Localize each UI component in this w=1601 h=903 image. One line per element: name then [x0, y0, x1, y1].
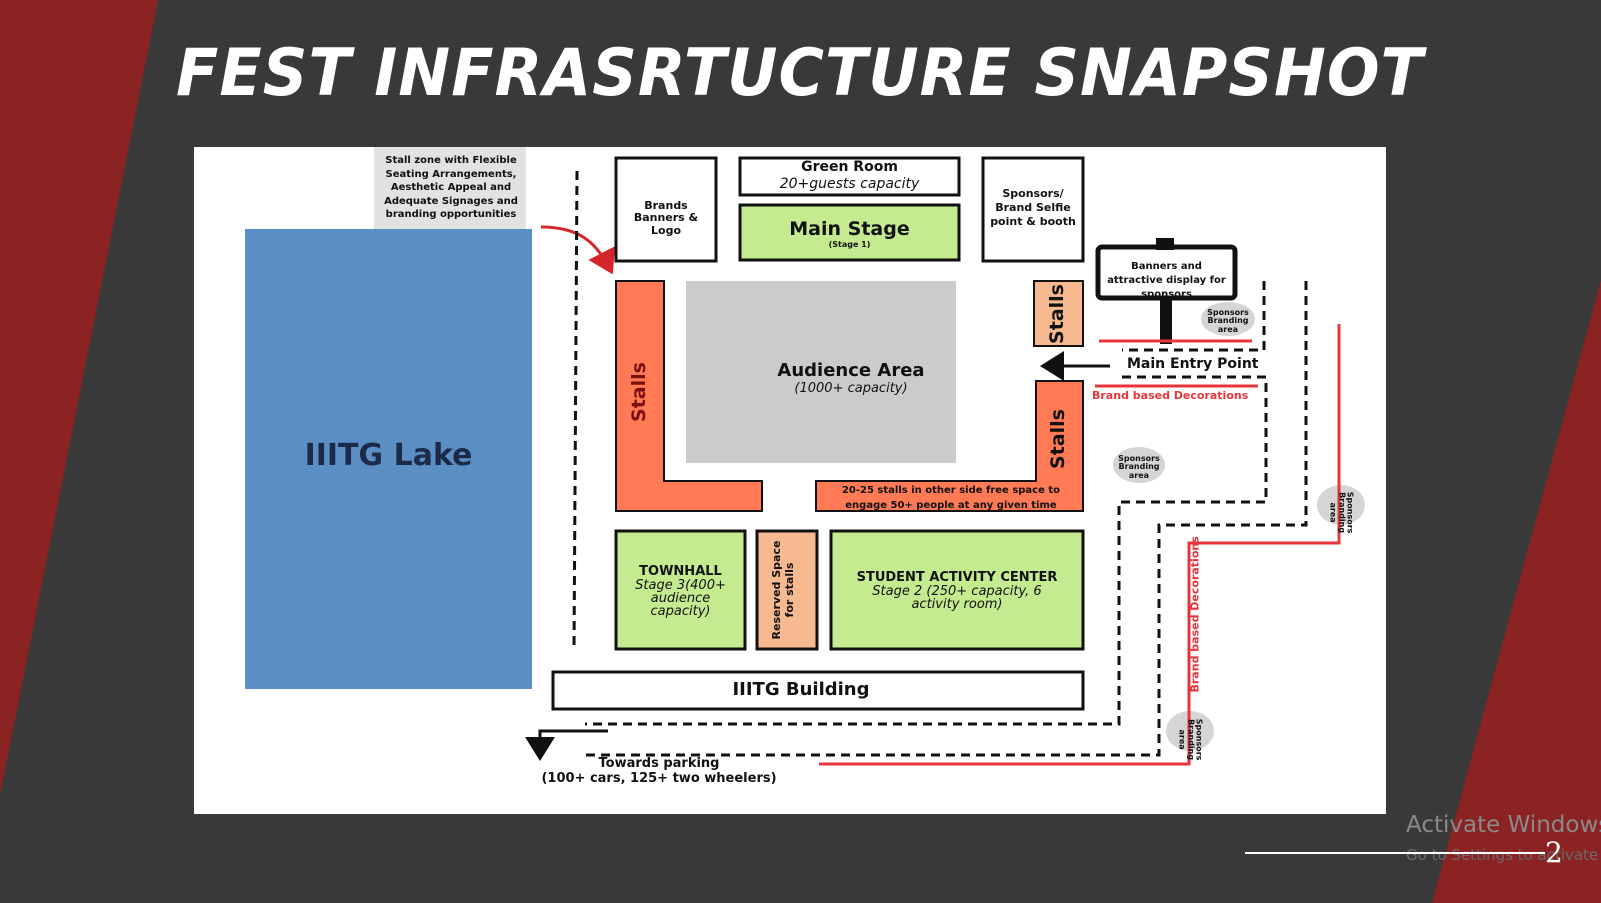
- parking-arrow: [525, 729, 608, 761]
- branding-circle-3: [1317, 485, 1365, 525]
- branding-area-3-text: Sponsors Branding area: [1328, 491, 1355, 534]
- student-activity-center-title: STUDENT ACTIVITY CENTER: [856, 570, 1058, 585]
- activate-windows-subtitle: Go to Settings to activate: [1406, 846, 1599, 864]
- stalls-right-shape: [815, 380, 1084, 512]
- audience-area-capacity: (1000+ capacity): [794, 381, 908, 396]
- stalls-left-shape: [615, 280, 763, 512]
- main-entry-label: Main Entry Point: [1127, 356, 1259, 372]
- page-number-line: [1245, 852, 1545, 854]
- parking-line1: Towards parking: [598, 756, 720, 771]
- sponsors-booth-label: Sponsors/ Brand Selfie point & booth: [990, 187, 1076, 229]
- iiitg-building-label: IIITG Building: [732, 679, 870, 700]
- lake-area: [245, 229, 532, 689]
- brand-decorations-label: Brand based Decorations: [1092, 389, 1249, 402]
- activate-windows-title: Activate Windows: [1406, 812, 1601, 838]
- main-stage-subtitle: (Stage 1): [828, 240, 871, 249]
- stalls-left-label: Stalls: [628, 362, 650, 422]
- callout-text: Stall zone with Flexible Seating Arrange…: [384, 155, 518, 221]
- townhall-subtitle: Stage 3(400+ audience capacity): [635, 578, 726, 619]
- iiitg-building-box: [551, 670, 1085, 711]
- green-room-capacity: 20+guests capacity: [779, 176, 920, 192]
- main-stage-title: Main Stage: [789, 218, 910, 240]
- slide-title: FEST INFRASRTUCTURE SNAPSHOT: [176, 34, 1424, 111]
- sign-post-pole: [1160, 298, 1172, 344]
- brands-banners-box: [614, 156, 718, 263]
- branding-area-1-text: Sponsors Branding area: [1207, 308, 1249, 334]
- left-boundary-path: [572, 170, 579, 650]
- townhall-title: TOWNHALL: [639, 564, 722, 579]
- stalls-note-text: 20-25 stalls in other side free space to…: [841, 485, 1061, 511]
- sponsor-sign-text: Banners and attractive display for spons…: [1107, 261, 1226, 300]
- right-accent-shape: [1432, 280, 1601, 903]
- stalls-right-label: Stalls: [1047, 409, 1069, 469]
- reserved-space-box: [755, 529, 819, 651]
- parking-line2: (100+ cars, 125+ two wheelers): [541, 771, 777, 786]
- student-activity-center-box: [829, 529, 1085, 651]
- audience-area-box: [686, 281, 956, 463]
- branding-area-2-text: Sponsors Branding area: [1118, 454, 1160, 480]
- audience-area-title: Audience Area: [777, 360, 925, 381]
- branding-circle-1: [1201, 302, 1255, 336]
- townhall-box: [614, 529, 747, 651]
- brand-decorations-vertical-label: Brand based Decorations: [1188, 536, 1202, 693]
- main-stage-box: [738, 203, 961, 262]
- branding-area-4-text: Sponsors Branding area: [1177, 718, 1204, 761]
- stalls-right-top-box: [1033, 280, 1084, 347]
- brands-banners-label: Brands Banners & Logo: [633, 199, 699, 237]
- walkway-path-2: [585, 375, 1268, 726]
- callout-arrow: [540, 225, 616, 275]
- reserved-space-label: Reserved Space for stalls: [770, 540, 797, 640]
- stalls-right-top-label: Stalls: [1046, 284, 1068, 344]
- green-room-box: [738, 156, 961, 197]
- sponsors-booth-box: [981, 156, 1085, 263]
- green-room-title: Green Room: [801, 159, 898, 175]
- red-decoration-path: [819, 324, 1341, 766]
- branding-circle-2: [1113, 447, 1165, 483]
- page-number: 2: [1545, 836, 1563, 869]
- lake-label: IIITG Lake: [304, 438, 473, 473]
- venue-map: Stall zone with Flexible Seating Arrange…: [194, 147, 1386, 814]
- venue-map-drawing: [245, 147, 1365, 766]
- walkway-path-1: [1122, 281, 1266, 352]
- callout-box: [374, 147, 526, 229]
- walkway-path-3: [585, 281, 1308, 757]
- student-activity-center-subtitle: Stage 2 (250+ capacity, 6 activity room): [872, 584, 1042, 612]
- left-accent-shape: [0, 0, 158, 795]
- sign-post-top: [1156, 238, 1174, 250]
